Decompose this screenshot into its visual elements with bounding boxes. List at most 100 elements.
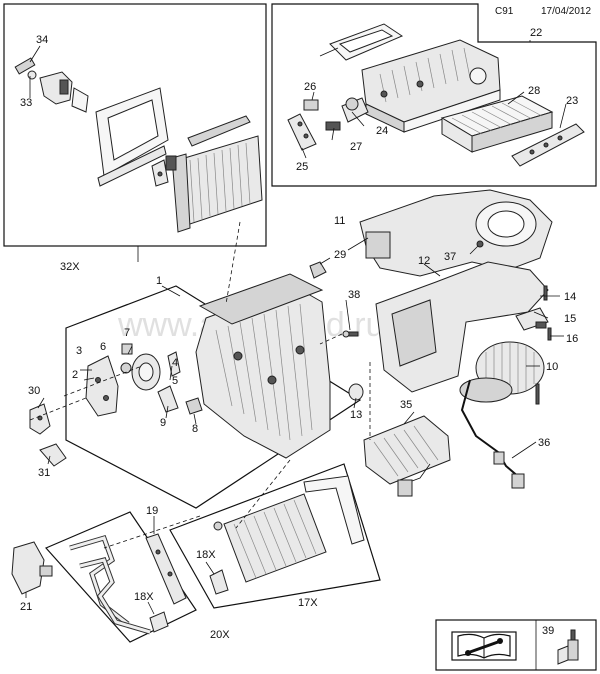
callout-22: 22 xyxy=(530,27,542,39)
callout-23: 23 xyxy=(566,95,578,107)
callout-18x-a: 18X xyxy=(196,549,216,561)
link-8 xyxy=(185,397,203,415)
bushing-part xyxy=(303,99,319,111)
blower-resistor xyxy=(515,307,549,331)
callout-20x: 20X xyxy=(210,629,230,641)
mode-door-wheel xyxy=(131,353,161,391)
group-box-32x xyxy=(3,3,267,247)
air-inlet-housing xyxy=(361,39,501,133)
page-code: C91 xyxy=(495,6,514,17)
callout-28: 28 xyxy=(528,85,540,97)
blower-housing-upper xyxy=(359,189,553,277)
lubricant-applicator-icon xyxy=(557,629,579,665)
callout-16: 16 xyxy=(566,333,578,345)
screw-37 xyxy=(476,240,484,248)
evaporator-bracket xyxy=(187,115,251,147)
callout-6: 6 xyxy=(100,341,106,353)
callout-12: 12 xyxy=(418,255,430,267)
legend-frame xyxy=(435,619,597,671)
callout-labels: 34 33 32X 22 28 23 26 24 27 25 11 29 12 … xyxy=(20,27,578,641)
blower-housing-lower xyxy=(375,240,549,393)
callout-14: 14 xyxy=(564,291,576,303)
callout-37: 37 xyxy=(444,251,456,263)
screw-16 xyxy=(547,327,552,341)
callout-19: 19 xyxy=(146,505,158,517)
clip-18x-a xyxy=(209,569,229,595)
callout-29: 29 xyxy=(334,249,346,261)
duct-seal-ring xyxy=(329,23,404,61)
group-box-17x xyxy=(169,463,381,609)
callout-18x-b: 18X xyxy=(134,591,154,603)
callout-4: 4 xyxy=(172,357,178,369)
group-frame-17x xyxy=(169,463,381,609)
callout-36: 36 xyxy=(538,437,550,449)
callout-33: 33 xyxy=(20,97,32,109)
heater-pipes xyxy=(69,534,151,635)
expansion-valve-part xyxy=(14,57,89,113)
clip-18x-b xyxy=(149,611,169,633)
flap-lever xyxy=(287,113,317,151)
clip-29 xyxy=(309,261,327,279)
manual-book-icon xyxy=(451,631,517,661)
callout-32x: 32X xyxy=(60,261,80,273)
screw-38 xyxy=(342,330,359,338)
leader-lines xyxy=(25,40,567,615)
callout-27: 27 xyxy=(350,141,362,153)
callout-24: 24 xyxy=(376,125,388,137)
group-box-1 xyxy=(65,273,364,509)
callout-10: 10 xyxy=(546,361,558,373)
callout-3: 3 xyxy=(76,345,82,357)
callout-34: 34 xyxy=(36,34,48,46)
callout-13: 13 xyxy=(350,409,362,421)
callout-30: 30 xyxy=(28,385,40,397)
clip-7 xyxy=(121,343,133,355)
side-bracket-31 xyxy=(39,443,67,467)
group-box-22 xyxy=(271,3,597,187)
heater-core xyxy=(213,493,327,583)
callout-8: 8 xyxy=(192,423,198,435)
callout-25: 25 xyxy=(296,161,308,173)
callout-38: 38 xyxy=(348,289,360,301)
pipe-clip xyxy=(151,159,169,187)
callout-31: 31 xyxy=(38,467,50,479)
screw-10b xyxy=(535,383,540,405)
callout-2: 2 xyxy=(72,369,78,381)
callout-11: 11 xyxy=(334,215,345,227)
pipe-bracket-19 xyxy=(145,533,187,605)
pipe-connector-21 xyxy=(11,541,53,595)
wiring-harness xyxy=(460,379,525,489)
bearing-6 xyxy=(120,362,132,374)
revision-date: 17/04/2012 xyxy=(541,6,591,17)
callout-1: 1 xyxy=(156,275,162,287)
link-9 xyxy=(157,385,179,413)
group-frame-22 xyxy=(271,3,597,187)
ptc-heater xyxy=(363,415,451,497)
legend-box xyxy=(435,619,597,671)
callout-15: 15 xyxy=(564,313,576,325)
callout-39: 39 xyxy=(542,625,554,637)
heater-core-seal xyxy=(303,475,365,545)
evaporator-core xyxy=(165,135,263,233)
callout-26: 26 xyxy=(304,81,316,93)
group-frame-20x xyxy=(44,511,197,643)
heater-housing xyxy=(195,273,331,459)
callout-7: 7 xyxy=(124,327,130,339)
callout-5: 5 xyxy=(172,375,178,387)
callout-9: 9 xyxy=(160,417,166,429)
group-frame-32x xyxy=(3,3,267,247)
group-box-20x xyxy=(44,511,197,643)
callout-35: 35 xyxy=(400,399,412,411)
callout-21: 21 xyxy=(20,601,32,613)
screw-14 xyxy=(543,285,548,301)
recirculation-actuator xyxy=(325,97,369,131)
link-5 xyxy=(167,351,181,377)
callout-17x: 17X xyxy=(298,597,318,609)
evaporator-seal-frame xyxy=(95,87,169,187)
filter-cover xyxy=(511,123,585,167)
cabin-air-filter xyxy=(440,95,554,153)
mode-actuator xyxy=(85,355,119,417)
grommet-13 xyxy=(348,383,364,401)
blower-motor xyxy=(459,341,545,403)
